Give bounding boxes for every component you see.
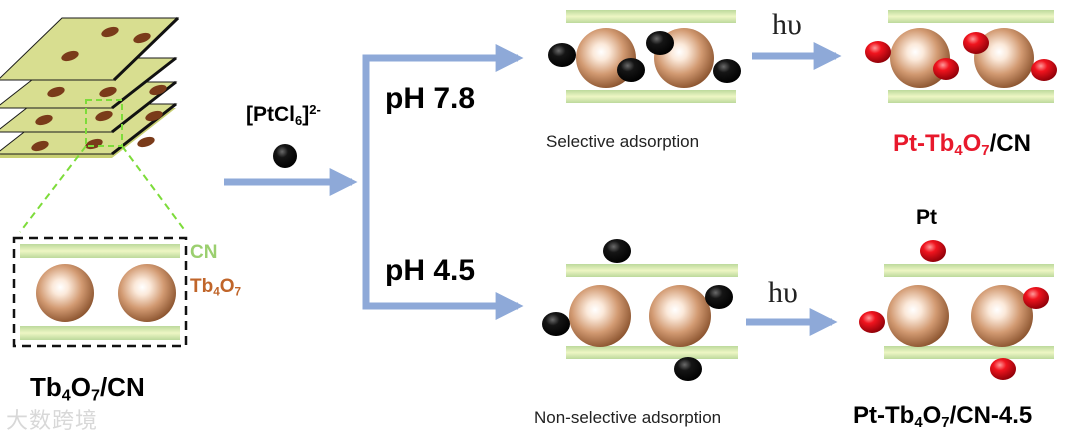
pt-nanoparticle <box>963 32 989 54</box>
pt-precursor-particle <box>674 357 702 381</box>
pt-label: Pt <box>916 206 937 229</box>
ptcl6-ion <box>273 144 297 168</box>
pt-precursor-particle <box>646 31 674 55</box>
tb4o7-sphere <box>118 264 176 322</box>
pt-precursor-particle <box>617 58 645 82</box>
product-top-label: Pt-Tb4O7/CN <box>893 130 1031 160</box>
tb4o7-sphere <box>36 264 94 322</box>
zoom-region-box <box>85 99 123 147</box>
support-title: Tb4O7/CN <box>30 372 145 405</box>
pt-nanoparticle <box>1023 287 1049 309</box>
product-unit-bottom <box>859 240 1054 380</box>
light-label-bottom: hυ <box>768 276 798 309</box>
pt-nanoparticle <box>859 311 885 333</box>
pt-nanoparticle <box>920 240 946 262</box>
nonselective-adsorption-unit <box>542 239 738 381</box>
precursor-label: [PtCl6]2- <box>246 102 321 128</box>
selective-adsorption-unit <box>548 10 741 103</box>
pt-precursor-particle <box>713 59 741 83</box>
pt-precursor-particle <box>542 312 570 336</box>
pt-precursor-particle <box>548 43 576 67</box>
pt-precursor-particle <box>603 239 631 263</box>
zoom-inset <box>12 236 188 348</box>
embedded-particles <box>31 26 167 152</box>
pt-precursor-particle <box>705 285 733 309</box>
pt-nanoparticle <box>933 58 959 80</box>
reaction-arrows <box>224 42 842 336</box>
cn-band-bottom <box>20 326 180 340</box>
cn-label: CN <box>190 242 218 263</box>
sheet-layer-1 <box>0 16 180 82</box>
selective-adsorption-caption: Selective adsorption <box>546 132 700 151</box>
branch-line <box>362 54 500 310</box>
watermark: 大数跨境 <box>6 409 99 434</box>
zoom-line-right <box>121 145 187 233</box>
zoom-line-left <box>19 145 87 233</box>
product-bottom-label: Pt-Tb4O7/CN-4.5 <box>853 402 1033 432</box>
nonselective-adsorption-caption: Non-selective adsorption <box>534 408 722 427</box>
ph-low-label: pH 4.5 <box>385 254 476 287</box>
light-label-top: hυ <box>772 8 802 41</box>
pt-nanoparticle <box>990 358 1016 380</box>
tb4o7-label: Tb4O7 <box>190 276 242 299</box>
product-unit-top <box>865 10 1057 103</box>
cn-band-top <box>20 244 180 258</box>
pt-nanoparticle <box>1031 59 1057 81</box>
ph-high-label: pH 7.8 <box>385 82 476 115</box>
layered-sheets <box>0 16 180 158</box>
pt-nanoparticle <box>865 41 891 63</box>
